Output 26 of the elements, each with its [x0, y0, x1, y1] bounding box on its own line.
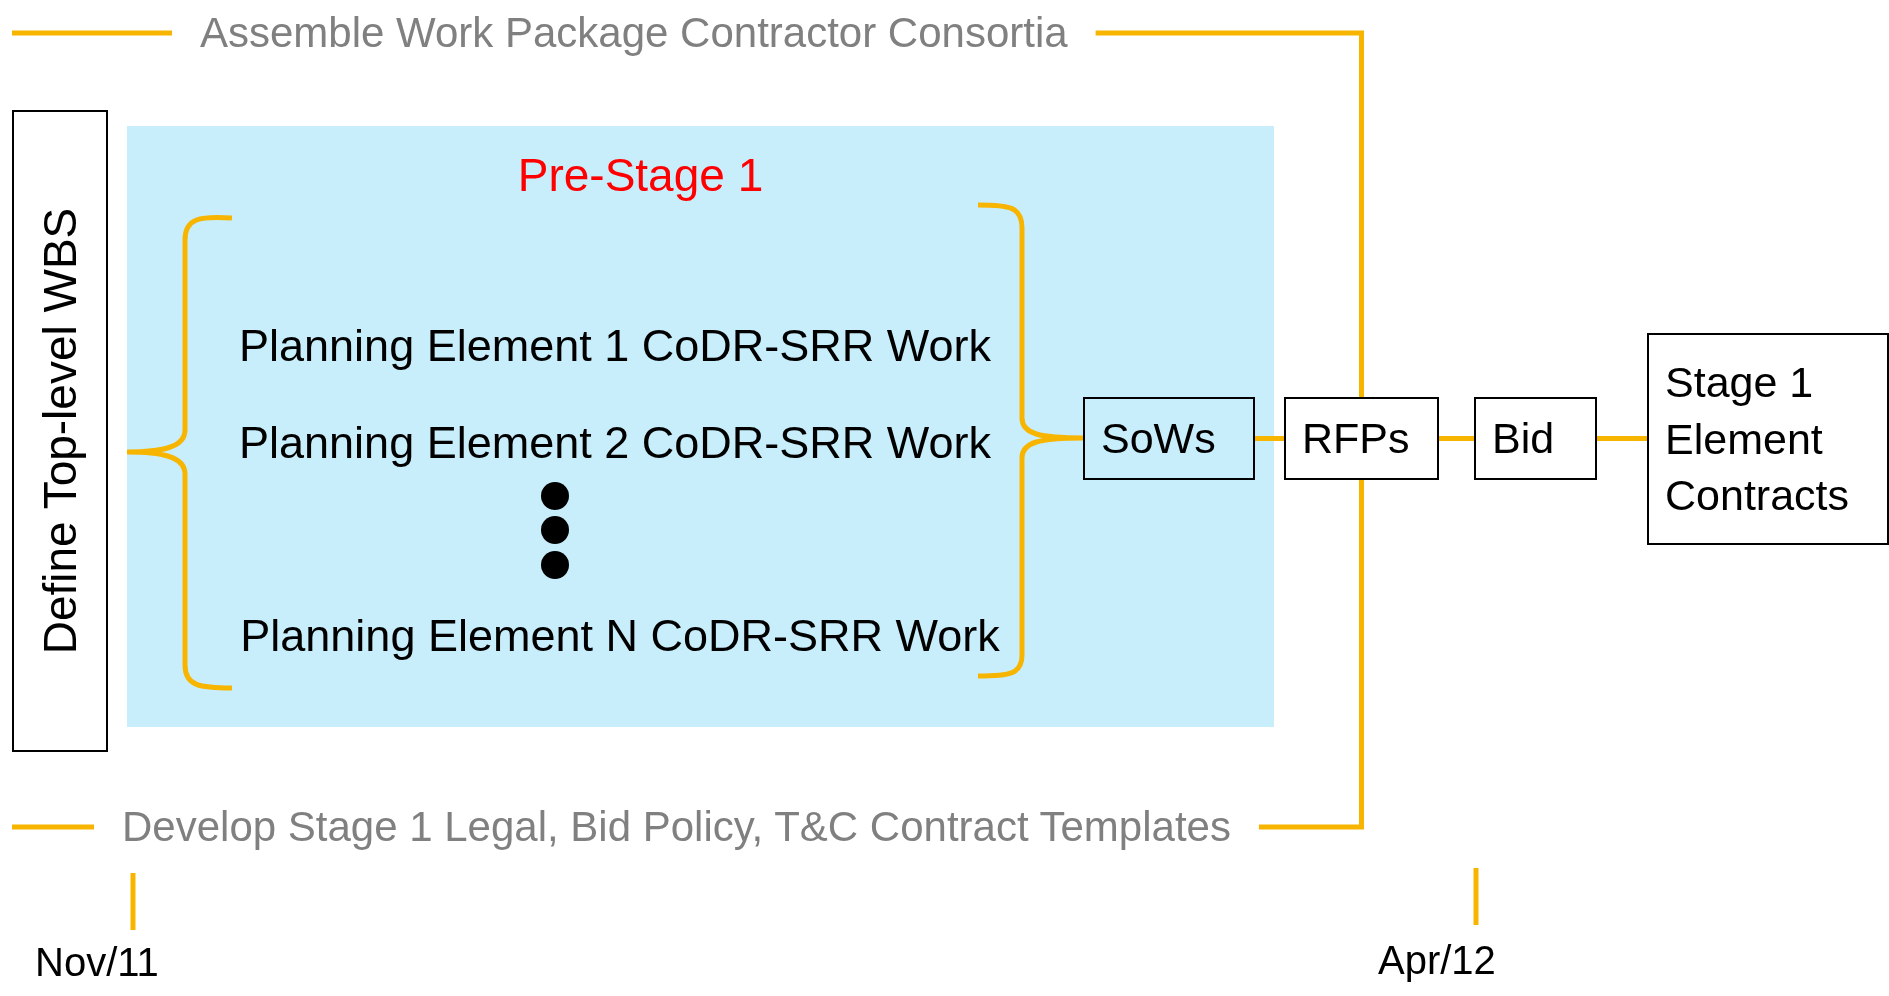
- task-label: Assemble Work Package Contractor Consortia: [200, 9, 1068, 57]
- stage-panel: [127, 126, 1274, 727]
- planning-item: Planning Element 1 CoDR-SRR Work: [239, 320, 991, 372]
- planning-item: Planning Element N CoDR-SRR Work: [240, 610, 1000, 662]
- box-label: Stage 1 Element Contracts: [1665, 356, 1850, 522]
- connector-line: [1255, 436, 1284, 441]
- task-label: Develop Stage 1 Legal, Bid Policy, T&C Contract Templates: [122, 803, 1231, 851]
- connector-line: [1597, 436, 1647, 441]
- connector-line: [12, 30, 172, 36]
- box-label: Bid: [1492, 413, 1555, 465]
- date-label: Apr/12: [1378, 938, 1496, 983]
- connector-line: [1095, 30, 1364, 397]
- box-label: Define Top-level WBS: [33, 207, 87, 655]
- process-box: [1083, 397, 1255, 480]
- date-label: Nov/11: [35, 940, 159, 985]
- process-box: [12, 110, 108, 752]
- connector-line: [1258, 480, 1364, 830]
- process-box: [1284, 397, 1439, 480]
- process-box: [1474, 397, 1597, 480]
- connector-line: [12, 824, 94, 830]
- box-label: SoWs: [1101, 413, 1216, 465]
- process-box: [1647, 333, 1889, 545]
- connector-line: [1439, 436, 1474, 441]
- panel-title: Pre-Stage 1: [517, 148, 764, 202]
- box-label: RFPs: [1302, 413, 1410, 465]
- planning-item: Planning Element 2 CoDR-SRR Work: [239, 417, 991, 469]
